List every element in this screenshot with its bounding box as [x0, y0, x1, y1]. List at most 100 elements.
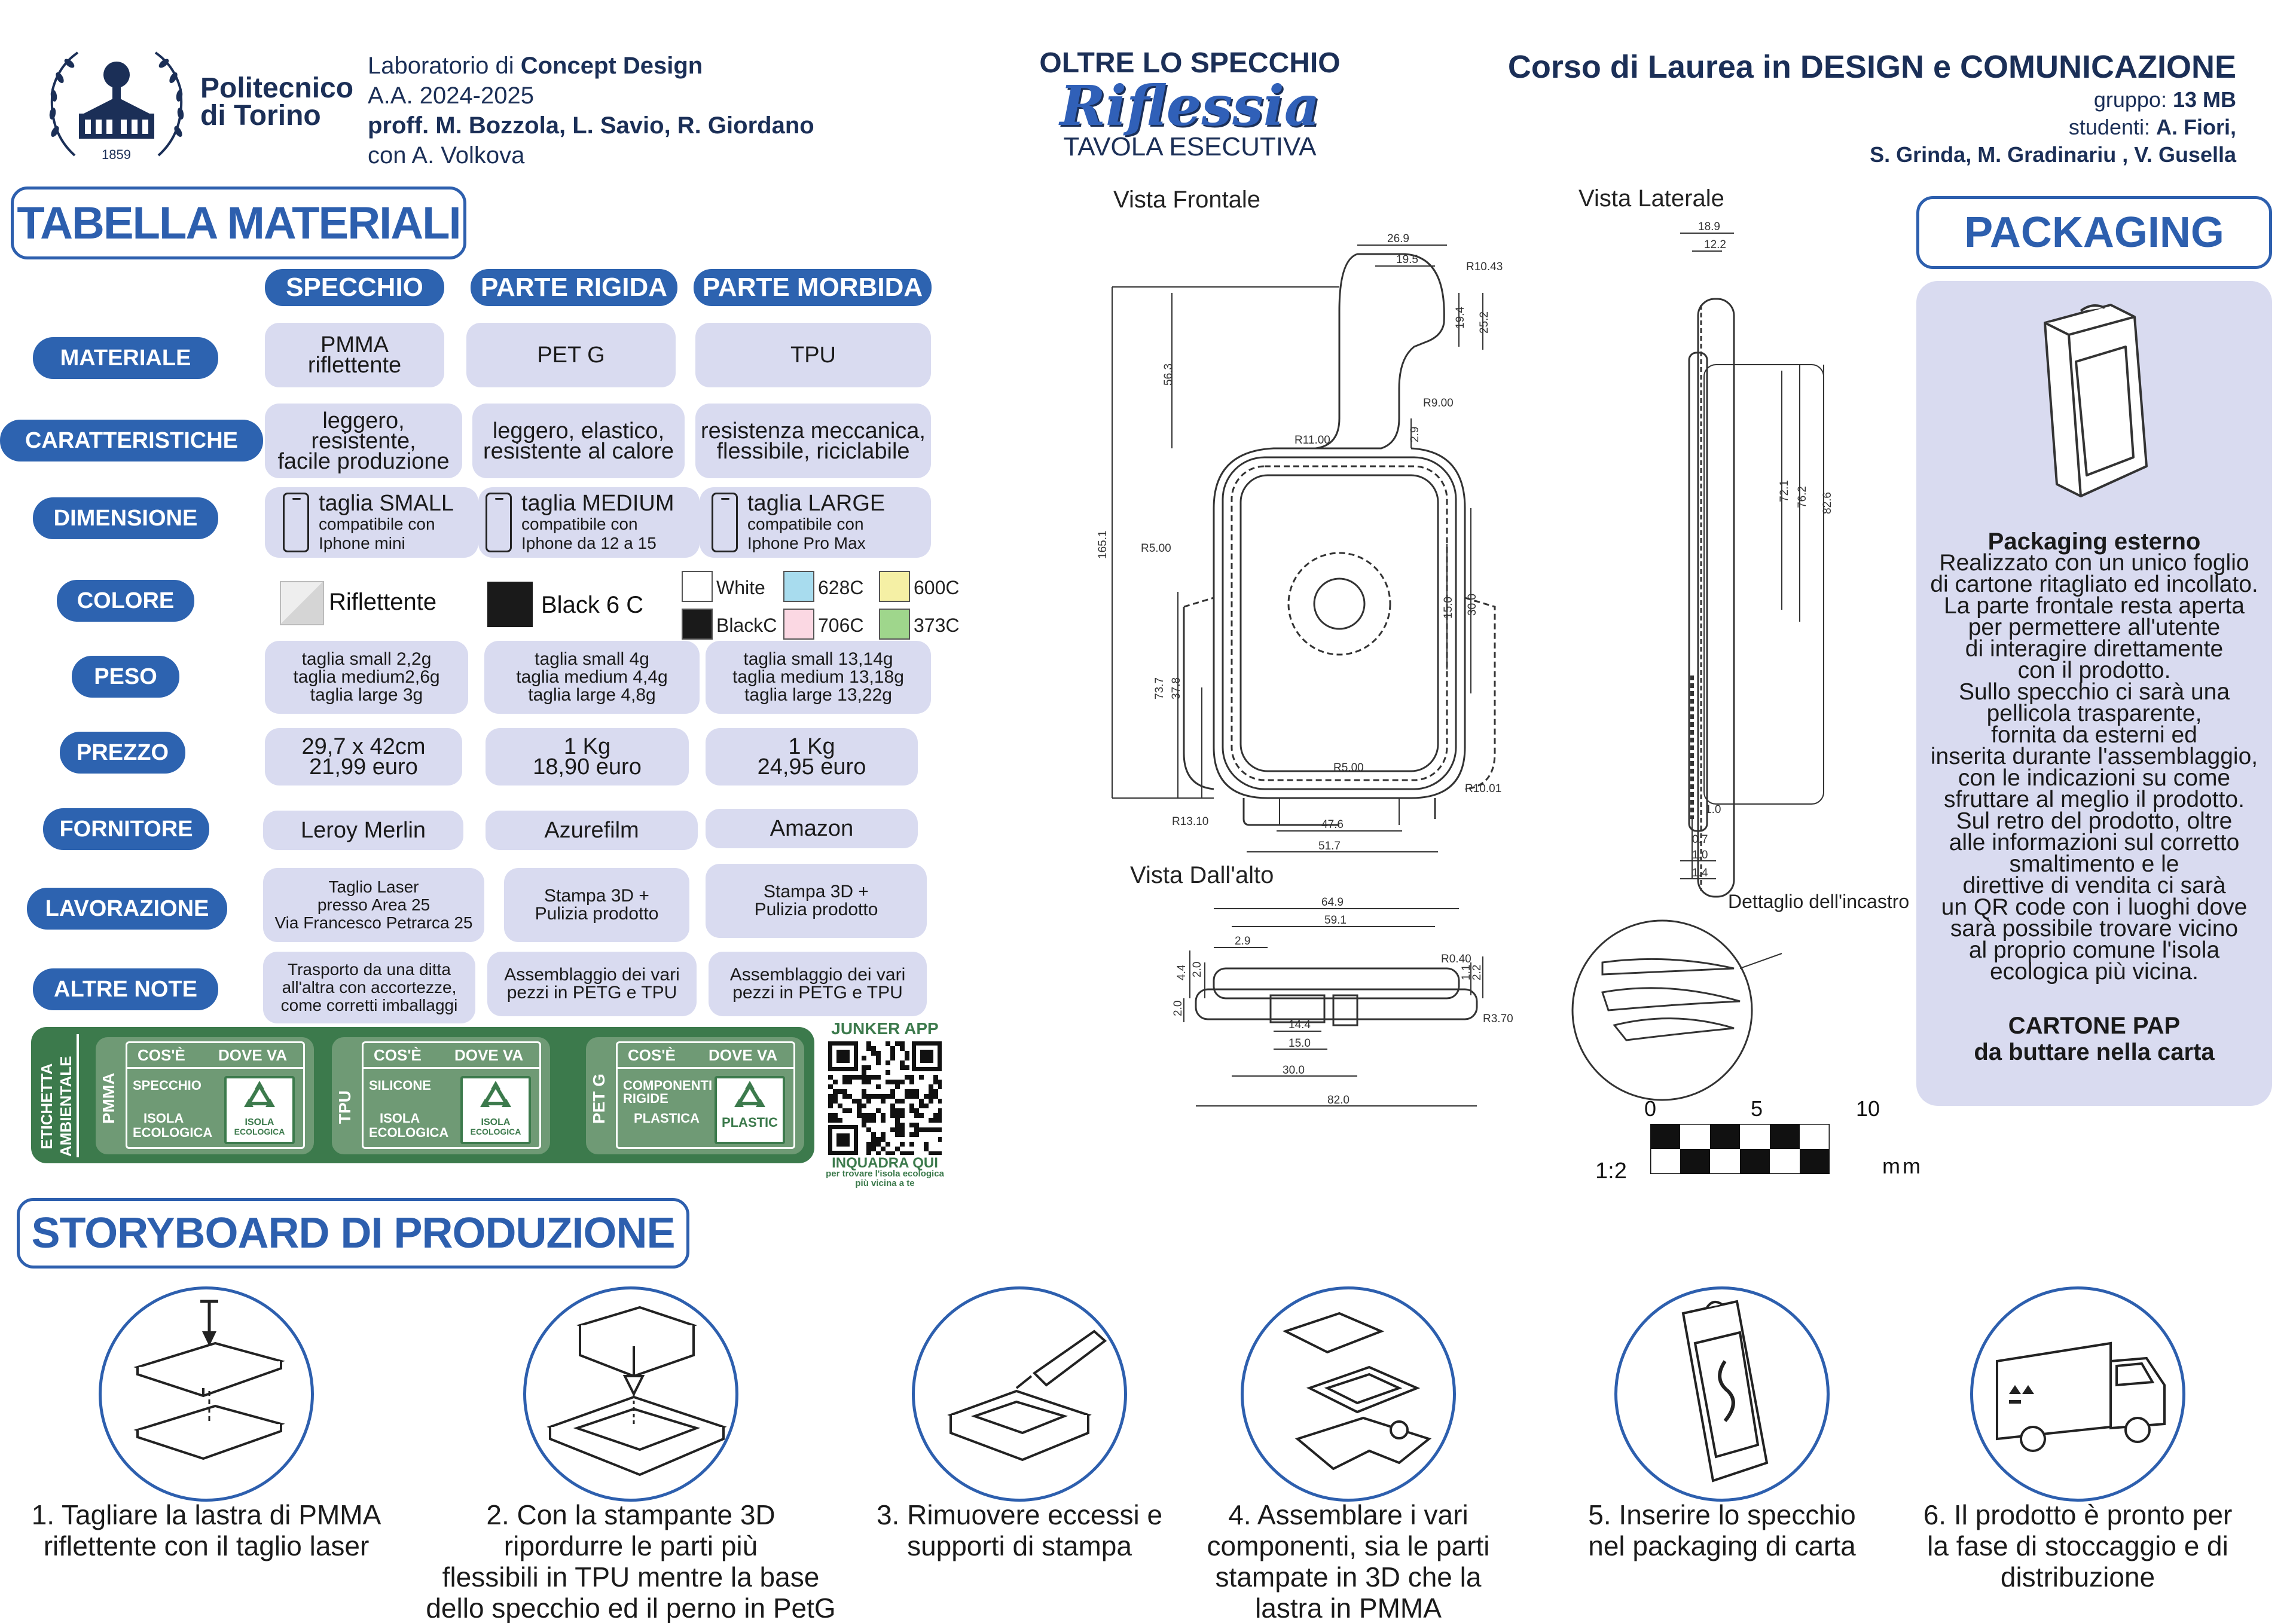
packaging-body-line: con le indicazioni su come	[1958, 765, 2231, 791]
project-name: Riflessia	[1060, 74, 1320, 138]
assistant: con A. Volkova	[368, 142, 525, 169]
color-swatch	[682, 571, 713, 602]
size-medium: taglia MEDIUM	[521, 491, 674, 516]
row-label-peso: PESO	[72, 656, 179, 698]
packaging-material: CARTONE PAP	[2008, 1013, 2181, 1039]
badge-label: ISOLA	[481, 1117, 511, 1127]
eco-material: PMMA	[99, 1072, 118, 1124]
cell-lavorazione-morbida: Stampa 3D + Pulizia prodotto	[706, 864, 927, 938]
students-line2: S. Grinda, M. Gradinariu , V. Gusella	[1870, 142, 2236, 167]
eco-destination: PLASTICA	[634, 1111, 700, 1126]
dimension-label: 51.7	[1318, 840, 1341, 852]
color-swatch-label: 628C	[818, 577, 864, 598]
packaging-body-line: pellicola trasparente,	[1986, 701, 2202, 726]
color-swatch-label: 600C	[914, 577, 960, 598]
packaging-body-line: al proprio comune l'isola	[1968, 937, 2220, 963]
cell-materiale-morbida: TPU	[695, 323, 931, 387]
story-step-caption: 6. Il prodotto è pronto per la fase di s…	[1923, 1499, 2233, 1593]
row-label-lavorazione: LAVORAZIONE	[27, 888, 227, 930]
dimension-label: 76.2	[1796, 486, 1809, 508]
dimension-label: 15.0	[1442, 597, 1455, 619]
university-logo: 1859	[42, 42, 191, 170]
recycle-icon	[734, 1081, 765, 1107]
university-line1: Politecnico	[200, 72, 354, 104]
row-label-caratteristiche: CARATTERISTICHE	[0, 420, 263, 461]
packaging-body-line: alle informazioni sul corretto	[1949, 830, 2240, 855]
phone-icon	[712, 493, 738, 552]
color-rigida: Black 6 C	[541, 592, 644, 618]
color-swatch	[783, 571, 814, 602]
side-view-label: Vista Laterale	[1578, 185, 1724, 212]
eco-destination-2: ECOLOGICA	[133, 1125, 213, 1140]
story-step-caption: 5. Inserire lo specchio nel packaging di…	[1588, 1499, 1856, 1561]
story-step-caption: 2. Con la stampante 3D ripordurre le par…	[426, 1499, 836, 1623]
story-step-circle	[99, 1286, 314, 1502]
recycle-icon	[480, 1081, 511, 1107]
front-view-label: Vista Frontale	[1113, 187, 1261, 213]
packaging-body-line: con il prodotto.	[2017, 658, 2171, 683]
packaging-body-line: un QR code con i luoghi dove	[1941, 894, 2248, 920]
size-medium-compat: compatibile con Iphone da 12 a 15	[521, 515, 657, 552]
reflective-swatch-icon	[280, 581, 324, 625]
packaging-body-line: Realizzato con un unico foglio	[1939, 550, 2249, 576]
cell-note-rigida: Assemblaggio dei vari pezzi in PETG e TP…	[487, 952, 697, 1016]
cell-materiale-rigida: PET G	[466, 323, 676, 387]
dimension-label: 1.4	[1692, 867, 1708, 879]
story-step-illustration-icon	[1996, 1341, 2166, 1452]
packaging-body-line: sfruttare al meglio il prodotto.	[1944, 787, 2245, 812]
dimension-label: 37.8	[1170, 677, 1183, 699]
size-large-compat: compatibile con Iphone Pro Max	[747, 515, 866, 552]
packaging-title: PACKAGING	[1916, 196, 2272, 269]
dimension-label: 19.4	[1454, 307, 1467, 329]
dimension-label: 2.0	[1191, 962, 1204, 977]
dimension-label: 25.2	[1478, 311, 1491, 334]
dimension-label: 30.0	[1283, 1064, 1305, 1077]
dimension-label: 12.2	[1704, 239, 1726, 251]
detail-label: Dettaglio dell'incastro	[1728, 891, 1910, 912]
cell-peso-rigida: taglia small 4g taglia medium 4,4g tagli…	[484, 641, 700, 714]
project-title: OLTRE LO SPECCHIO Riflessia TAVOLA ESECU…	[981, 47, 1399, 163]
story-step-circle	[912, 1286, 1127, 1502]
color-swatch	[682, 609, 713, 640]
dimension-label: 4.4	[1176, 964, 1188, 980]
university-line2: di Torino	[200, 100, 321, 132]
cell-lavorazione-rigida: Stampa 3D + Pulizia prodotto	[504, 868, 689, 942]
story-step-circle	[523, 1286, 738, 1502]
dimension-label: 14.4	[1289, 1019, 1311, 1031]
phone-icon	[283, 493, 309, 552]
eco-dove: DOVE VA	[709, 1046, 778, 1064]
qr-cta: INQUADRA QUI	[832, 1155, 938, 1171]
eco-item: SILICONE	[369, 1078, 431, 1093]
scale-unit: mm	[1882, 1154, 1923, 1178]
packaging-body-line: La parte frontale resta aperta	[1944, 593, 2245, 619]
story-step-illustration-icon	[947, 1329, 1107, 1462]
dimension-label: 82.0	[1327, 1094, 1349, 1107]
university-name: Politecnico di Torino	[200, 72, 354, 132]
project-sub: TAVOLA ESECUTIVA	[1063, 132, 1317, 161]
professors: proff. M. Bozzola, L. Savio, R. Giordano	[368, 112, 814, 139]
students: studenti: A. Fiori,	[2068, 115, 2236, 139]
scale-ratio: 1:2	[1595, 1159, 1627, 1184]
dimension-label: 18.9	[1698, 221, 1720, 233]
dimension-label: 59.1	[1324, 914, 1347, 927]
lab-info: Laboratorio di Concept Design A.A. 2024-…	[368, 51, 814, 170]
packaging-box-icon	[2044, 304, 2148, 497]
eco-item: SPECCHIO	[133, 1078, 201, 1093]
qr-code-icon[interactable]	[828, 1041, 942, 1155]
cell-note-morbida: Assemblaggio dei vari pezzi in PETG e TP…	[709, 952, 927, 1016]
seal-year: 1859	[102, 147, 131, 162]
dimension-label: R10.43	[1466, 261, 1503, 273]
storyboard-title: STORYBOARD DI PRODUZIONE	[17, 1198, 689, 1269]
packaging-body-line: direttive di vendita ci sarà	[1962, 873, 2226, 898]
color-swatch	[783, 609, 814, 640]
badge-label: ISOLA	[245, 1117, 274, 1127]
row-label-materiale: MATERIALE	[33, 337, 218, 379]
badge-label-2: ECOLOGICA	[470, 1127, 521, 1136]
dimension-label: 1.0	[1692, 849, 1708, 861]
row-label-prezzo: PREZZO	[60, 732, 185, 774]
dimension-label: 1.1	[1460, 965, 1473, 980]
dimension-label: 1.0	[1705, 803, 1721, 816]
